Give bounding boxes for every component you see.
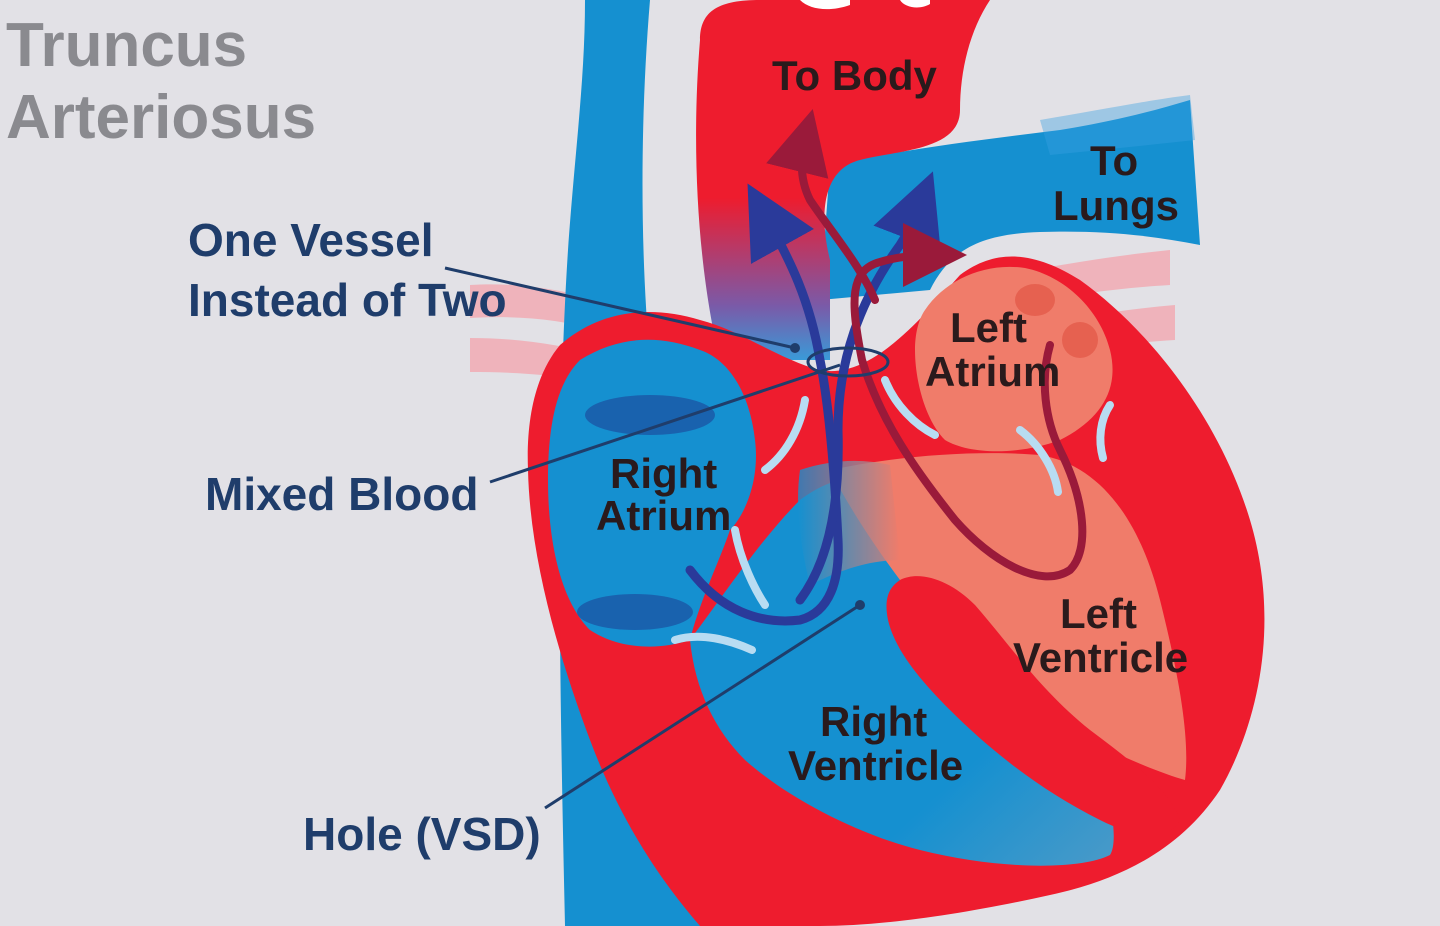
heart-valves — [671, 376, 1114, 654]
oxygenated-blood-flow-arrows — [766, 108, 1087, 581]
diagram-title-line2: Arteriosus — [6, 83, 316, 152]
truncus-arteriosus-vessel — [696, 0, 990, 360]
left-atrium-chamber — [915, 266, 1113, 452]
label-to-lungs-line2: Lungs — [1053, 182, 1179, 229]
label-to-body: To Body — [772, 52, 938, 99]
label-left-atrium-line2: Atrium — [925, 348, 1060, 395]
callout-leader-lines — [444, 266, 865, 810]
callout-mixed-blood: Mixed Blood — [205, 468, 478, 520]
label-right-atrium-line1: Right — [610, 450, 717, 497]
vessel-ring-marker — [806, 346, 890, 378]
label-to-lungs-line1: To — [1090, 137, 1138, 184]
callout-one-vessel-line2: Instead of Two — [188, 274, 507, 326]
callout-hole-vsd: Hole (VSD) — [303, 808, 541, 860]
label-right-atrium-line2: Atrium — [596, 492, 731, 539]
label-left-ventricle-line2: Ventricle — [1013, 634, 1188, 681]
label-left-ventricle-line1: Left — [1060, 590, 1137, 637]
callout-one-vessel-line1: One Vessel — [188, 214, 434, 266]
left-ventricle-chamber — [830, 453, 1187, 780]
diagram-title-line1: Truncus — [6, 11, 247, 80]
right-ventricle-chamber — [690, 477, 1114, 866]
label-right-ventricle-line2: Ventricle — [788, 742, 963, 789]
ventricular-septum — [886, 576, 1180, 835]
label-right-ventricle-line1: Right — [820, 698, 927, 745]
label-left-atrium-line1: Left — [950, 304, 1027, 351]
